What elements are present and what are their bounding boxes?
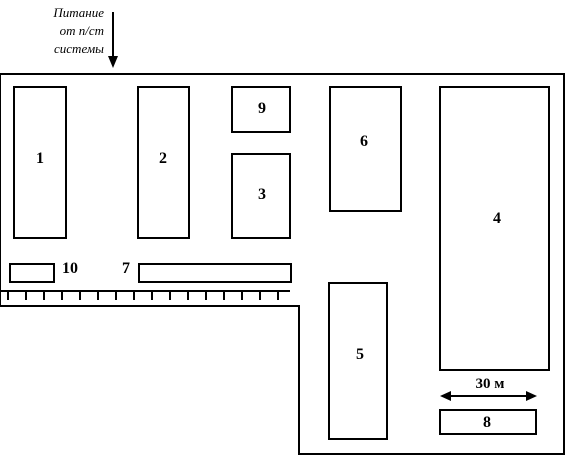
building-4 <box>439 86 550 371</box>
building-6-label: 6 <box>360 133 368 150</box>
building-9-label: 9 <box>258 100 266 117</box>
building-7-label: 7 <box>122 260 130 277</box>
scale-bar <box>440 391 537 401</box>
building-10 <box>9 263 55 283</box>
building-8-label: 8 <box>483 414 491 431</box>
building-8 <box>439 409 537 435</box>
supply-label-line2: от п/ст <box>60 23 104 38</box>
site-boundary <box>0 73 565 455</box>
building-3-label: 3 <box>258 186 266 203</box>
supply-label-line3: системы <box>54 41 104 56</box>
building-10-label: 10 <box>62 260 78 277</box>
building-5-label: 5 <box>356 346 364 363</box>
building-2-label: 2 <box>159 150 167 167</box>
building-6 <box>329 86 402 212</box>
scale-label: 30 м <box>476 376 505 392</box>
building-4-label: 4 <box>493 210 501 227</box>
supply-label-line1: Питание <box>52 5 104 20</box>
building-7 <box>138 263 292 283</box>
building-1 <box>13 86 67 239</box>
rail-track <box>7 291 279 300</box>
building-3 <box>231 153 291 239</box>
supply-arrow <box>108 12 118 68</box>
building-1-label: 1 <box>36 150 44 167</box>
building-5 <box>328 282 388 440</box>
building-9 <box>231 86 291 133</box>
building-2 <box>137 86 190 239</box>
